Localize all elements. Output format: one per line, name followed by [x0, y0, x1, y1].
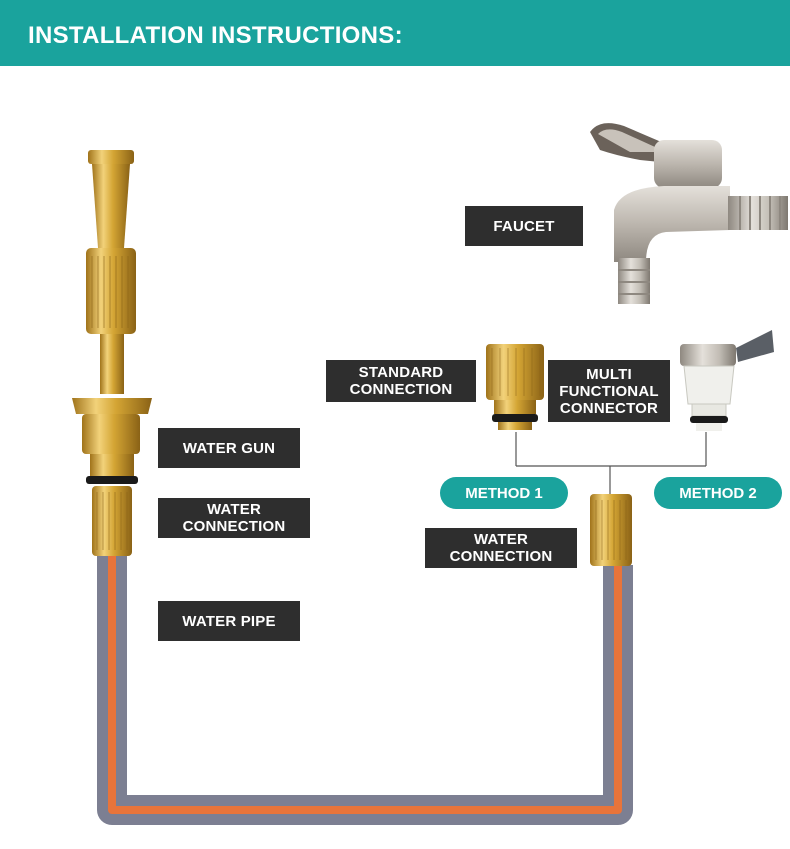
method-2-badge: METHOD 2: [654, 477, 782, 509]
water-connection-left-image: [92, 486, 132, 556]
water-pipe: [97, 555, 633, 825]
water-connection-right-label: WATER CONNECTION: [425, 528, 577, 568]
water-pipe-label: WATER PIPE: [158, 601, 300, 641]
multi-functional-connector-label: MULTI FUNCTIONAL CONNECTOR: [548, 360, 670, 422]
faucet-image: [590, 123, 788, 304]
page-title: INSTALLATION INSTRUCTIONS:: [28, 22, 403, 49]
water-gun-image: [72, 150, 152, 484]
header-banner: INSTALLATION INSTRUCTIONS:: [0, 0, 790, 66]
water-connection-left-label: WATER CONNECTION: [158, 498, 310, 538]
water-connection-right-image: [590, 494, 632, 566]
standard-connection-image: [486, 344, 544, 430]
faucet-label: FAUCET: [465, 206, 583, 246]
multi-functional-connector-image: [680, 330, 774, 431]
method-connector-lines: [515, 432, 707, 494]
standard-connection-label: STANDARD CONNECTION: [326, 360, 476, 402]
water-gun-label: WATER GUN: [158, 428, 300, 468]
method-1-badge: METHOD 1: [440, 477, 568, 509]
